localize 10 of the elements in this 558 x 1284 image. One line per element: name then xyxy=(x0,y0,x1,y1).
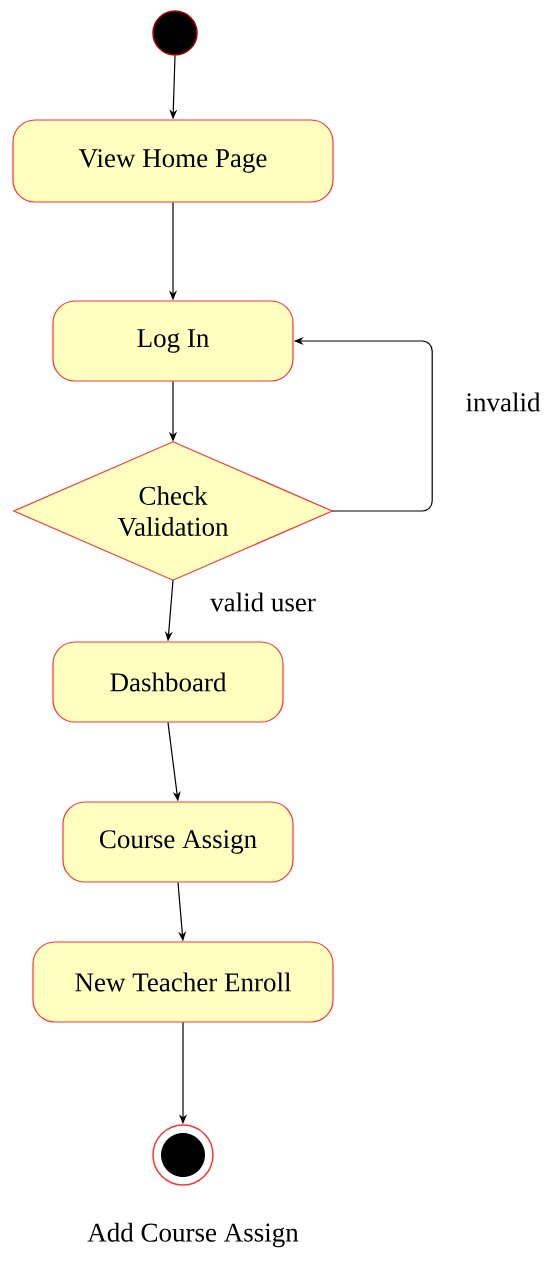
activity-box: View Home Page xyxy=(12,119,334,203)
activity-box: New Teacher Enroll xyxy=(32,941,334,1023)
start-circle xyxy=(152,10,198,56)
activity-box: Dashboard xyxy=(52,641,284,723)
activity-box: Course Assign xyxy=(62,801,294,883)
caption: Add Course Assign xyxy=(87,1222,299,1248)
edge-label: valid user xyxy=(209,591,317,613)
activity-box: Log In xyxy=(52,300,294,382)
edge-label: invalid xyxy=(464,391,542,413)
end-circle xyxy=(152,1124,214,1186)
